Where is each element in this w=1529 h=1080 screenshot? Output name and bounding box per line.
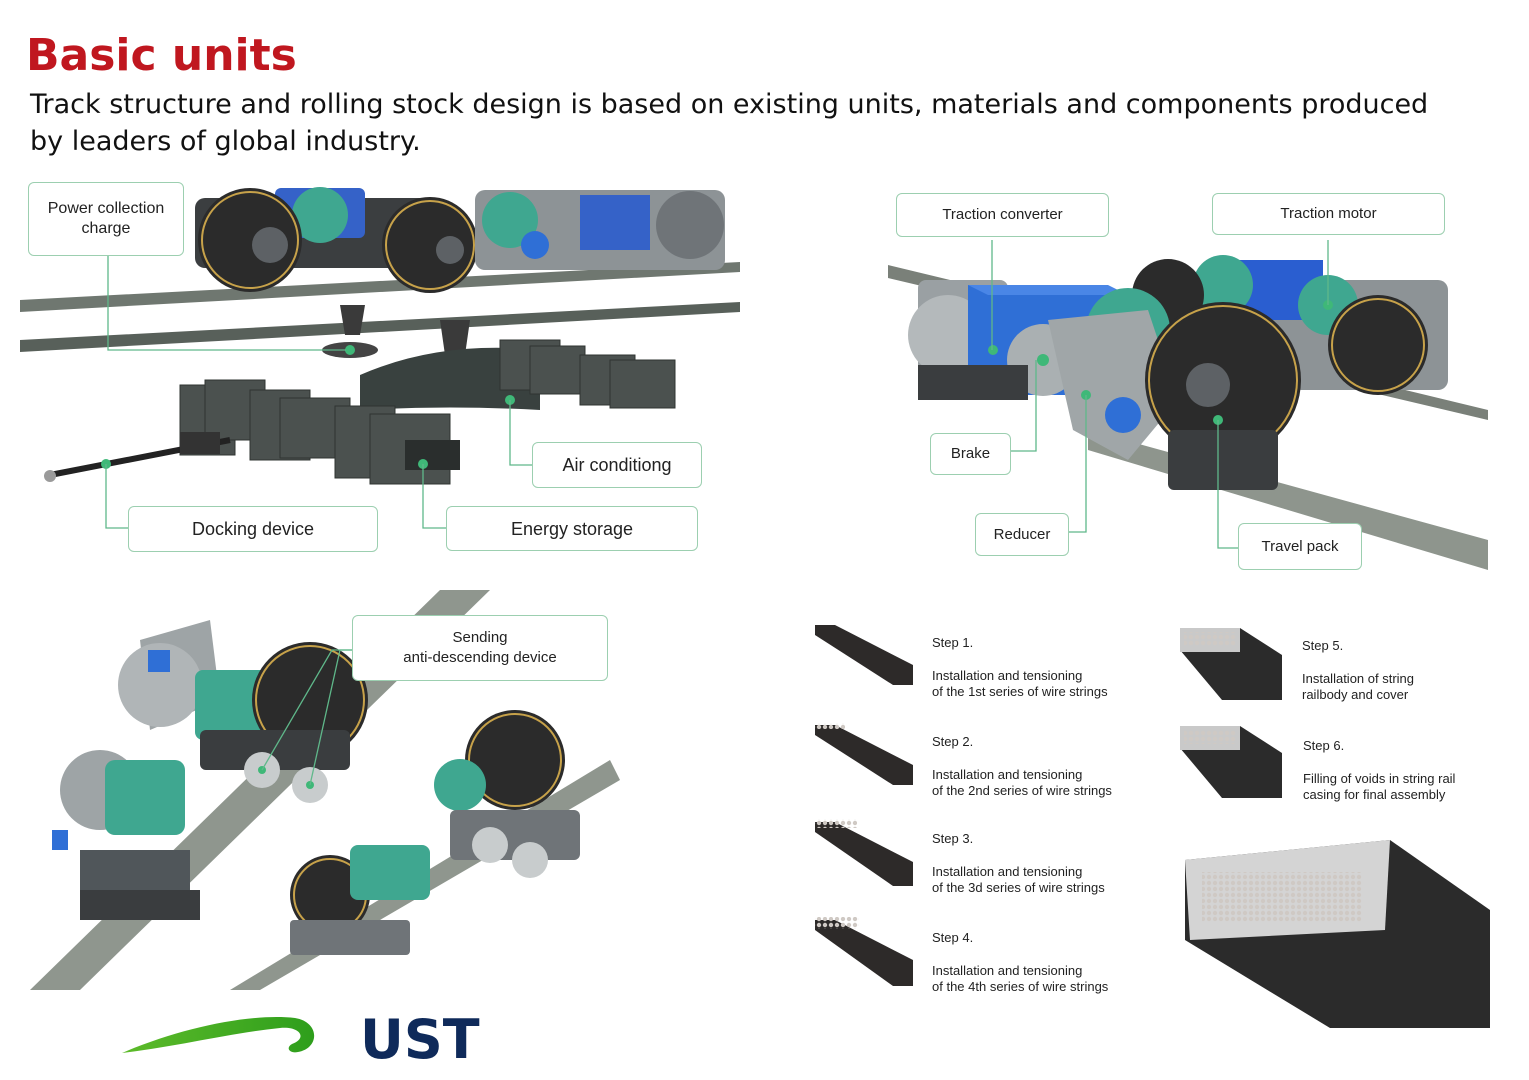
- step-5-label: Step 5. Installation of string railbody …: [1302, 621, 1414, 720]
- step-1-title: Step 1.: [932, 634, 974, 650]
- traction-bogie-illustration: [888, 240, 1488, 570]
- step-3-text: Installation and tensioning of the 3d se…: [932, 863, 1105, 896]
- callout-brake: Brake: [930, 433, 1011, 475]
- brand-logo-text: UST: [360, 1008, 480, 1071]
- step-2-title: Step 2.: [932, 733, 974, 749]
- anti-descending-illustration: [30, 590, 620, 990]
- step-1-text: Installation and tensioning of the 1st s…: [932, 667, 1108, 700]
- step-6-label: Step 6. Filling of voids in string rail …: [1303, 721, 1455, 820]
- step-5-text: Installation of string railbody and cove…: [1302, 670, 1415, 703]
- step-4-title: Step 4.: [932, 929, 974, 945]
- step-4-label: Step 4. Installation and tensioning of t…: [932, 913, 1108, 1012]
- rolling-stock-illustration: [20, 187, 740, 529]
- step-1-label: Step 1. Installation and tensioning of t…: [932, 618, 1108, 717]
- step-4-text: Installation and tensioning of the 4th s…: [932, 962, 1109, 995]
- string-rail-steps-illustration: [815, 625, 1490, 1028]
- step-2-label: Step 2. Installation and tensioning of t…: [932, 717, 1112, 816]
- page-subtitle: Track structure and rolling stock design…: [30, 89, 1429, 157]
- callout-air-conditioning: Air conditiong: [532, 442, 702, 488]
- step-2-text: Installation and tensioning of the 2nd s…: [932, 766, 1112, 799]
- step-3-label: Step 3. Installation and tensioning of t…: [932, 814, 1105, 913]
- ust-logo-swoosh: [122, 1017, 315, 1053]
- page-title: Basic units: [26, 30, 297, 81]
- step-3-title: Step 3.: [932, 830, 974, 846]
- step-5-title: Step 5.: [1302, 637, 1344, 653]
- callout-traction-converter: Traction converter: [896, 193, 1109, 237]
- step-6-text: Filling of voids in string rail casing f…: [1303, 770, 1456, 803]
- callout-energy-storage: Energy storage: [446, 506, 698, 551]
- callout-travel-pack: Travel pack: [1238, 523, 1362, 570]
- callout-docking-device: Docking device: [128, 506, 378, 552]
- callout-sending-device: Sending anti-descending device: [352, 615, 608, 681]
- step-6-title: Step 6.: [1303, 737, 1345, 753]
- callout-traction-motor: Traction motor: [1212, 193, 1445, 235]
- callout-reducer: Reducer: [975, 513, 1069, 556]
- callout-power-collection: Power collection charge: [28, 182, 184, 256]
